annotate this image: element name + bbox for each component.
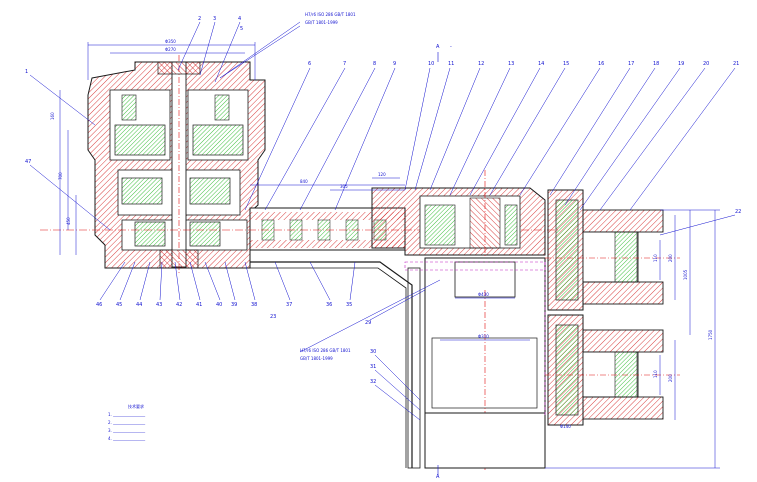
dim-top-inner: Φ270: [165, 47, 176, 52]
part-label: 8: [373, 61, 376, 67]
part-label: 14: [538, 61, 544, 67]
part-label: 44: [136, 302, 142, 308]
tech-req-line: 2. ________________: [108, 420, 146, 425]
tech-req-line: 4. ________________: [108, 436, 146, 441]
part-label: 11: [448, 61, 454, 67]
fit-note-top-1: H7/r6 ISO 286 GB/T 1801: [305, 12, 356, 17]
part-label: 22: [735, 209, 741, 215]
part-label: 7: [343, 61, 346, 67]
part-label: 35: [346, 302, 352, 308]
part-label: 36: [326, 302, 332, 308]
part-label: 46: [96, 302, 102, 308]
part-label: 41: [196, 302, 202, 308]
part-label: 12: [478, 61, 484, 67]
part-label: 1: [25, 69, 28, 75]
dim-shaft-3: 120: [378, 172, 386, 177]
dim-shaft-2: 305: [340, 184, 348, 189]
right-housing: [371, 170, 546, 285]
dim-right-low-2: 110: [653, 370, 658, 378]
tech-req-line: 3. ________________: [108, 428, 146, 433]
dim-shaft-1: 840: [300, 179, 308, 184]
part-label: 37: [286, 302, 292, 308]
section-dash: -: [450, 44, 452, 50]
section-mark-bottom: A: [436, 474, 440, 480]
part-label: 38: [251, 302, 257, 308]
dim-right-mid-2: 110: [653, 254, 658, 262]
dim-bottom: Φ140: [560, 424, 571, 429]
part-label: 9: [393, 61, 396, 67]
vertical-tank: [407, 257, 546, 470]
part-label: 3: [213, 16, 216, 22]
lower-roller-assembly: [545, 314, 680, 426]
part-label: 17: [628, 61, 634, 67]
part-label: 6: [308, 61, 311, 67]
part-label: 45: [116, 302, 122, 308]
part-label: 5: [240, 26, 243, 32]
part-label: 29: [365, 320, 371, 326]
part-label: 39: [231, 302, 237, 308]
fit-note-mid-2: GB/T 1801-1999: [300, 356, 333, 361]
tech-req-line: 1. ________________: [108, 412, 146, 417]
dim-right-mid-1: 200: [668, 254, 673, 262]
part-label: 4: [238, 16, 241, 22]
part-label: 32: [370, 379, 376, 385]
part-label: 13: [508, 61, 514, 67]
tech-req-title: 技术要求: [128, 403, 144, 409]
technical-requirements: 技术要求 1. ________________ 2. ____________…: [108, 403, 146, 441]
part-label: 16: [598, 61, 604, 67]
gear-set-middle: [121, 177, 231, 205]
fit-note-mid-1: H7/r6 ISO 286 GB/T 1801: [300, 348, 351, 353]
dim-right-total: 1750: [708, 329, 713, 340]
dim-box-h: Φ310: [478, 334, 489, 339]
part-label: 47: [25, 159, 31, 165]
fit-note-top-2: GB/T 1801-1999: [305, 20, 338, 25]
upper-roller-assembly: [545, 189, 680, 311]
part-label: 18: [653, 61, 659, 67]
part-label: 20: [703, 61, 709, 67]
part-label: 42: [176, 302, 182, 308]
dim-top-width: Φ350: [165, 39, 176, 44]
dim-right-low-1: 200: [668, 374, 673, 382]
gear-set-lower: [134, 221, 221, 247]
dimension-lines: [59, 42, 720, 469]
part-label: 19: [678, 61, 684, 67]
gear-set-upper: [114, 94, 244, 156]
dim-height-1: 160: [50, 112, 55, 120]
part-labels: 1 47 46 45 44 43 42 41 40 39 38 37 36 35…: [25, 16, 741, 385]
dim-right-upper: 1005: [683, 269, 688, 280]
part-label: 15: [563, 61, 569, 67]
part-label: 30: [370, 349, 376, 355]
section-mark-top: A: [436, 44, 440, 50]
dim-height-2: 700: [58, 172, 63, 180]
dim-height-3: 450: [66, 217, 71, 225]
dim-box-w: Φ430: [478, 292, 489, 297]
part-label: 23: [270, 314, 276, 320]
part-label: 21: [733, 61, 739, 67]
part-label: 31: [370, 364, 376, 370]
part-label: 2: [198, 16, 201, 22]
part-label: 10: [428, 61, 434, 67]
part-label: 43: [156, 302, 162, 308]
leader-lines: [29, 21, 736, 421]
part-label: 40: [216, 302, 222, 308]
support-bracket: [250, 261, 413, 468]
